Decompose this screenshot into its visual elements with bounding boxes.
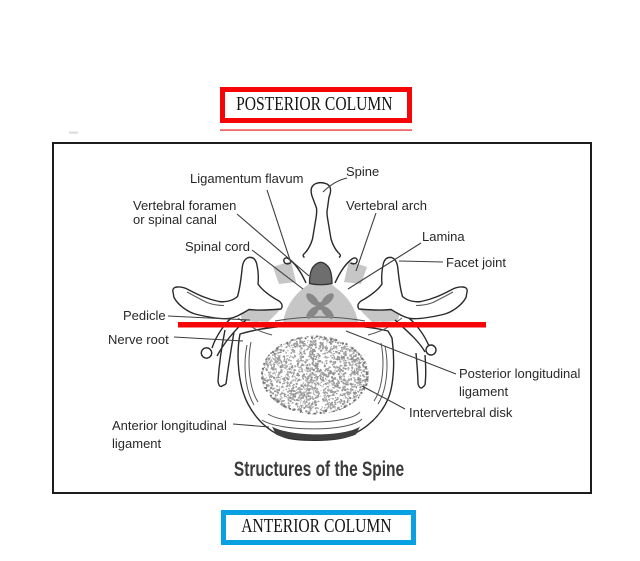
svg-text:Ligamentum flavum: Ligamentum flavum xyxy=(190,171,303,186)
svg-text:Intervertebral disk: Intervertebral disk xyxy=(409,405,513,420)
svg-text:Facet joint: Facet joint xyxy=(446,255,506,270)
svg-text:Structures of the Spine: Structures of the Spine xyxy=(234,456,404,480)
svg-text:Nerve root: Nerve root xyxy=(108,332,169,347)
svg-text:Anterior longitudinal: Anterior longitudinal xyxy=(112,418,227,433)
svg-text:Spine: Spine xyxy=(346,164,379,179)
svg-text:or spinal canal: or spinal canal xyxy=(133,212,217,227)
svg-text:ligament: ligament xyxy=(459,384,509,399)
svg-text:Pedicle: Pedicle xyxy=(123,308,166,323)
svg-text:ligament: ligament xyxy=(112,436,162,451)
svg-text:Lamina: Lamina xyxy=(422,229,465,244)
svg-text:Posterior longitudinal: Posterior longitudinal xyxy=(459,366,581,381)
svg-text:Spinal cord: Spinal cord xyxy=(185,239,250,254)
svg-text:Vertebral foramen: Vertebral foramen xyxy=(133,198,236,213)
svg-text:Vertebral arch: Vertebral arch xyxy=(346,198,427,213)
